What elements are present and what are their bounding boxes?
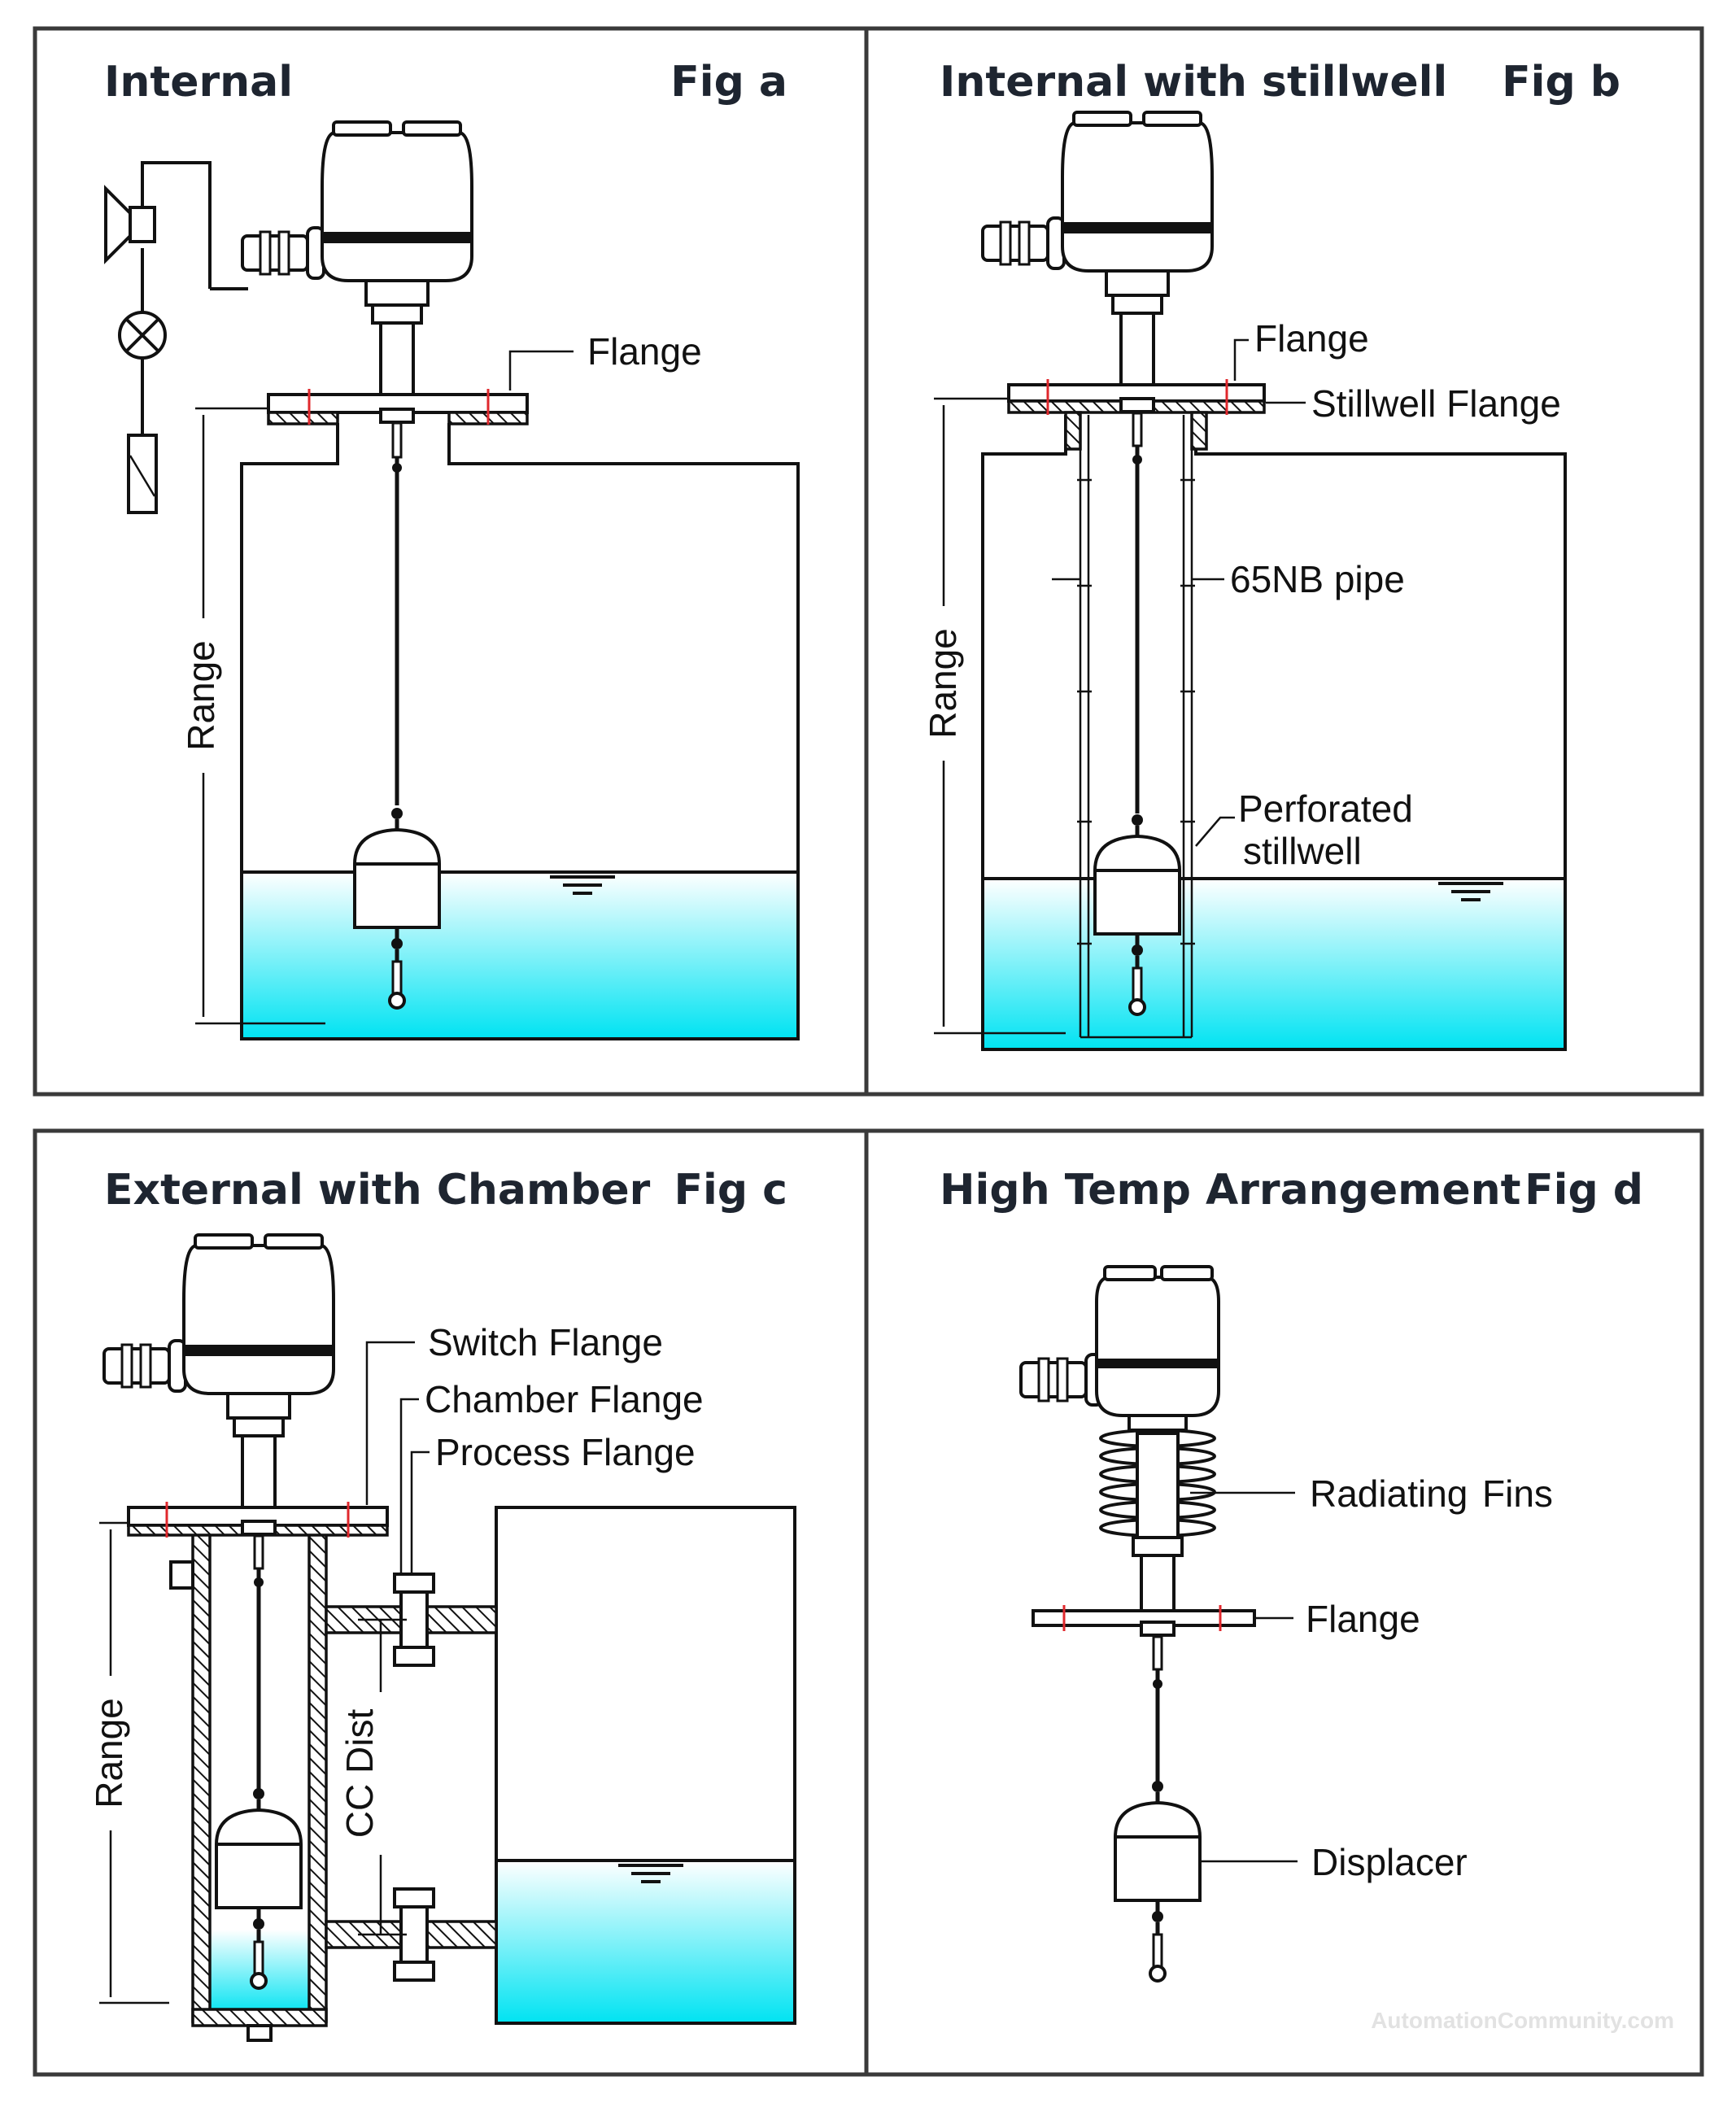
lamp-icon: [118, 311, 167, 360]
panel-d: High Temp Arrangement Fig d: [940, 1166, 1674, 2033]
tank-b: [981, 415, 1567, 1051]
stillwell-flange-label: Stillwell Flange: [1311, 382, 1561, 425]
horn-icon: [104, 185, 156, 264]
watermark: AutomationCommunity.com: [1371, 2008, 1674, 2033]
panel-d-fig: Fig d: [1524, 1166, 1643, 1215]
chamber: [169, 1524, 328, 2042]
switch-head-d: [1019, 1265, 1220, 1612]
radiating-label: Radiating: [1310, 1472, 1468, 1515]
switch-head-c: [103, 1233, 335, 1509]
flange-d: [1032, 1605, 1256, 1637]
switch-head-b: [981, 111, 1214, 386]
radiating-fins: [1099, 1429, 1216, 1539]
relay-icon: [127, 434, 158, 514]
panel-frames: [33, 26, 1704, 2077]
flange-label-b: Flange: [1254, 317, 1369, 360]
chamber-flange-label: Chamber Flange: [425, 1378, 704, 1420]
alarm-circuit: [104, 161, 248, 514]
flange-label-a: Flange: [587, 330, 702, 373]
fins-label: Fins: [1482, 1472, 1553, 1515]
tank-a: [240, 423, 800, 1040]
cc-dist-dimension: CC Dist: [338, 1618, 407, 1936]
panel-a: Internal Fig a: [104, 58, 800, 1040]
displacer-label: Displacer: [1311, 1841, 1468, 1883]
range-label-b: Range: [922, 628, 964, 739]
panel-b-fig: Fig b: [1502, 58, 1620, 107]
panel-a-title: Internal: [104, 58, 293, 107]
range-dimension-a: Range: [180, 407, 325, 1025]
stillwell-label: stillwell: [1243, 830, 1362, 872]
range-label-c: Range: [88, 1698, 130, 1808]
panel-d-title: High Temp Arrangement: [940, 1166, 1521, 1215]
range-dimension-b: Range: [922, 397, 1066, 1035]
stillwell-pipe: [1077, 415, 1195, 1039]
process-flange-label: Process Flange: [435, 1431, 696, 1473]
range-dimension-c: Range: [88, 1521, 169, 2004]
panel-b: Internal with stillwell Fig b: [922, 58, 1620, 1051]
flange-a: [267, 389, 529, 425]
panel-c: External with Chamber Fig c: [88, 1166, 796, 2042]
pipe-label: 65NB pipe: [1230, 558, 1405, 600]
perforated-label: Perforated: [1238, 787, 1413, 830]
panel-a-fig: Fig a: [670, 58, 787, 107]
displacer-d: [1115, 1781, 1200, 1981]
panel-b-title: Internal with stillwell: [940, 58, 1447, 107]
switch-head-a: [241, 120, 473, 396]
cc-dist-label: CC Dist: [338, 1709, 381, 1839]
switch-flange: [127, 1502, 389, 1538]
panel-c-title: External with Chamber: [104, 1166, 651, 1215]
panel-c-fig: Fig c: [674, 1166, 788, 1215]
switch-flange-label: Switch Flange: [428, 1321, 663, 1363]
range-label-a: Range: [180, 640, 222, 751]
flange-b: [1007, 379, 1266, 451]
tank-c: [495, 1506, 796, 2025]
flange-label-d: Flange: [1306, 1598, 1420, 1640]
